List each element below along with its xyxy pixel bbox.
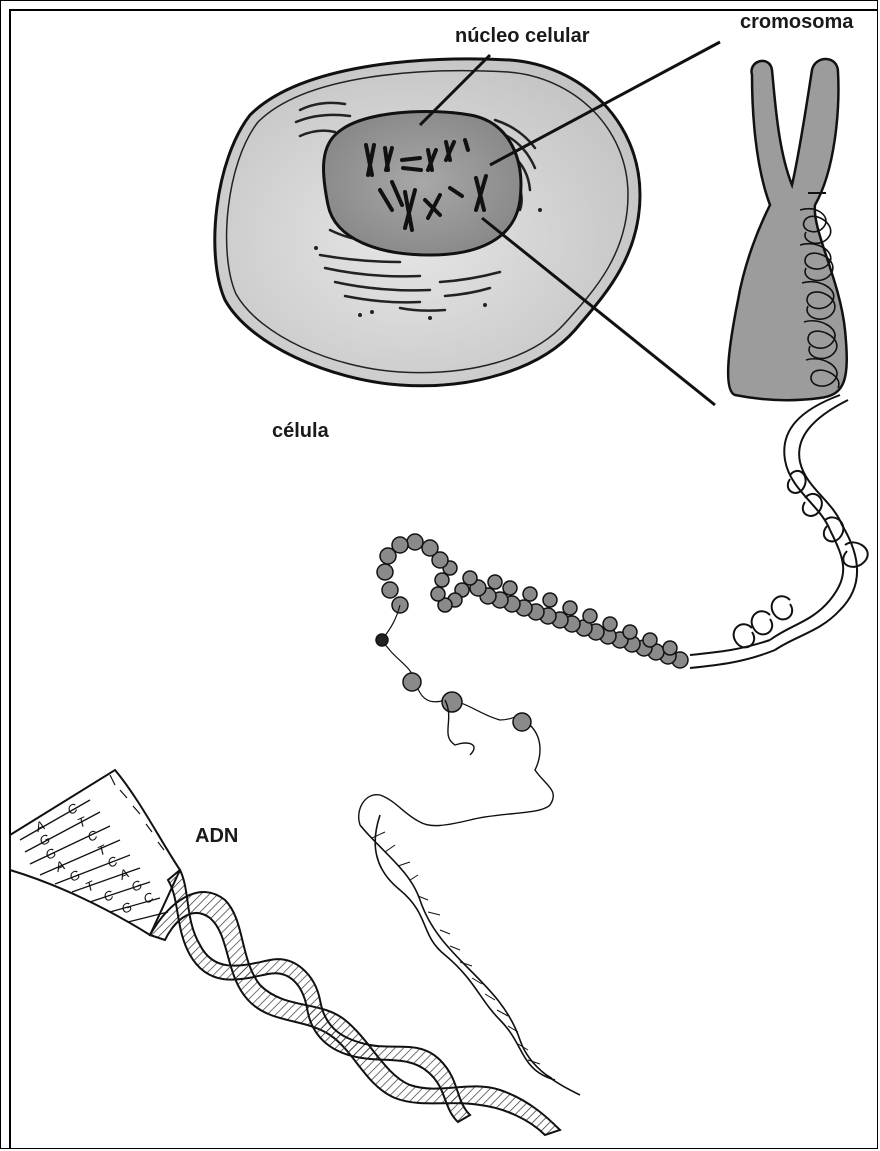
dense-fiber-beads bbox=[431, 561, 688, 668]
helix-strand-a bbox=[150, 892, 560, 1135]
chromosome bbox=[728, 59, 847, 400]
cell bbox=[215, 59, 640, 386]
nucleus bbox=[324, 112, 521, 255]
dna-label: ADN bbox=[195, 825, 238, 847]
nucleosome-array bbox=[376, 534, 688, 731]
double-helix-wide bbox=[10, 770, 560, 1135]
dna-ladder bbox=[10, 770, 180, 935]
chromosome-label: cromosoma bbox=[740, 11, 854, 33]
nucleus-label: núcleo celular bbox=[455, 25, 590, 47]
cell-label: célula bbox=[272, 420, 330, 442]
chromosome-body bbox=[728, 59, 847, 400]
chromatin-fiber bbox=[690, 395, 868, 668]
